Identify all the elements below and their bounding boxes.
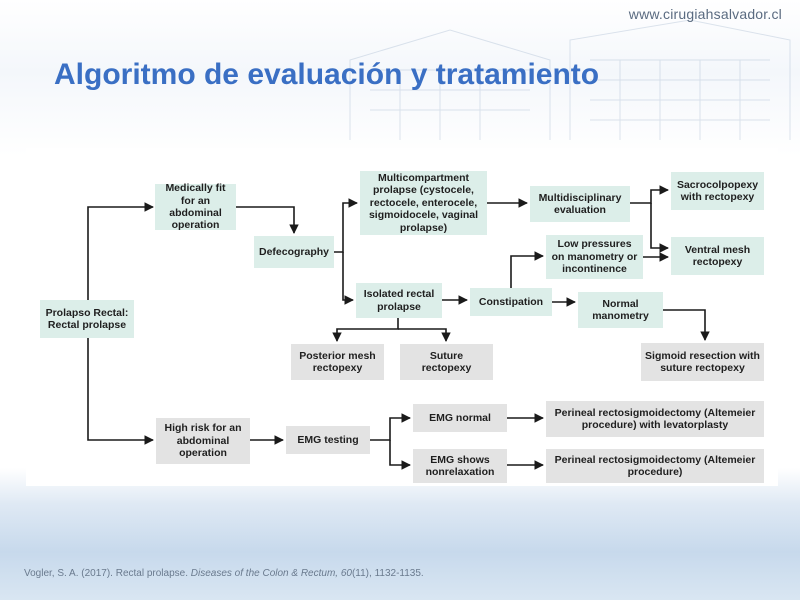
site-url: www.cirugiahsalvador.cl — [628, 6, 782, 22]
node-ventral-mesh: Ventral mesh rectopexy — [671, 237, 764, 275]
arrow-to-medically-fit — [87, 202, 154, 300]
node-multidisciplinary: Multidisciplinary evaluation — [530, 186, 630, 222]
building-sketch-watermark — [349, 19, 791, 140]
node-prolapso: Prolapso Rectal: Rectal prolapse — [40, 300, 134, 338]
node-medically-fit: Medically fit for an abdominal operation — [155, 182, 236, 231]
node-defecography: Defecography — [254, 236, 334, 268]
arrow-to-sacrocolpopexy — [630, 185, 669, 204]
arrow-to-emg-normal — [370, 413, 411, 441]
arrow-to-ventral-mesh — [650, 203, 669, 253]
arrow-to-low-pressures — [510, 251, 544, 288]
arrow-to-high-risk — [87, 338, 154, 445]
node-constipation: Constipation — [470, 288, 552, 316]
arrow-to-multicompartment — [334, 198, 358, 253]
node-sacrocolpopexy: Sacrocolpopexy with rectopexy — [671, 172, 764, 210]
node-normal-manometry: Normal manometry — [578, 292, 663, 328]
citation-rest: (11), 1132-1135. — [351, 568, 424, 579]
node-low-pressures: Low pressures on manometry or incontinen… — [546, 235, 643, 279]
arrow-to-suture-rectopexy — [398, 328, 451, 342]
citation-journal: Diseases of the Colon & Rectum, 60 — [190, 568, 352, 579]
arrow-to-sigmoid-resection — [663, 309, 710, 341]
node-emg-normal: EMG normal — [413, 404, 507, 432]
arrow-to-emg-nonrelax — [389, 440, 411, 470]
node-high-risk: High risk for an abdominal operation — [156, 418, 250, 464]
page-title: Algoritmo de evaluación y tratamiento — [54, 58, 600, 91]
node-suture-rectopexy: Suture rectopexy — [400, 344, 493, 380]
node-isolated: Isolated rectal prolapse — [356, 283, 442, 318]
node-posterior-mesh: Posterior mesh rectopexy — [291, 344, 384, 380]
node-sigmoid-resection: Sigmoid resection with suture rectopexy — [641, 343, 764, 381]
arrow-to-posterior-mesh — [332, 318, 399, 342]
citation-authors: Vogler, S. A. (2017). Rectal prolapse. — [24, 568, 188, 579]
node-emg-testing: EMG testing — [286, 426, 370, 454]
node-perineal-levator: Perineal rectosigmoidectomy (Altemeier p… — [546, 401, 764, 437]
arrow-to-defecography — [236, 206, 299, 234]
node-perineal-plain: Perineal rectosigmoidectomy (Altemeier p… — [546, 449, 764, 483]
citation: Vogler, S. A. (2017). Rectal prolapse. D… — [24, 568, 424, 579]
arrow-to-isolated — [342, 252, 354, 305]
node-multicompartment: Multicompartment prolapse (cystocele, re… — [360, 171, 487, 235]
node-emg-nonrelax: EMG shows nonrelaxation — [413, 449, 507, 483]
